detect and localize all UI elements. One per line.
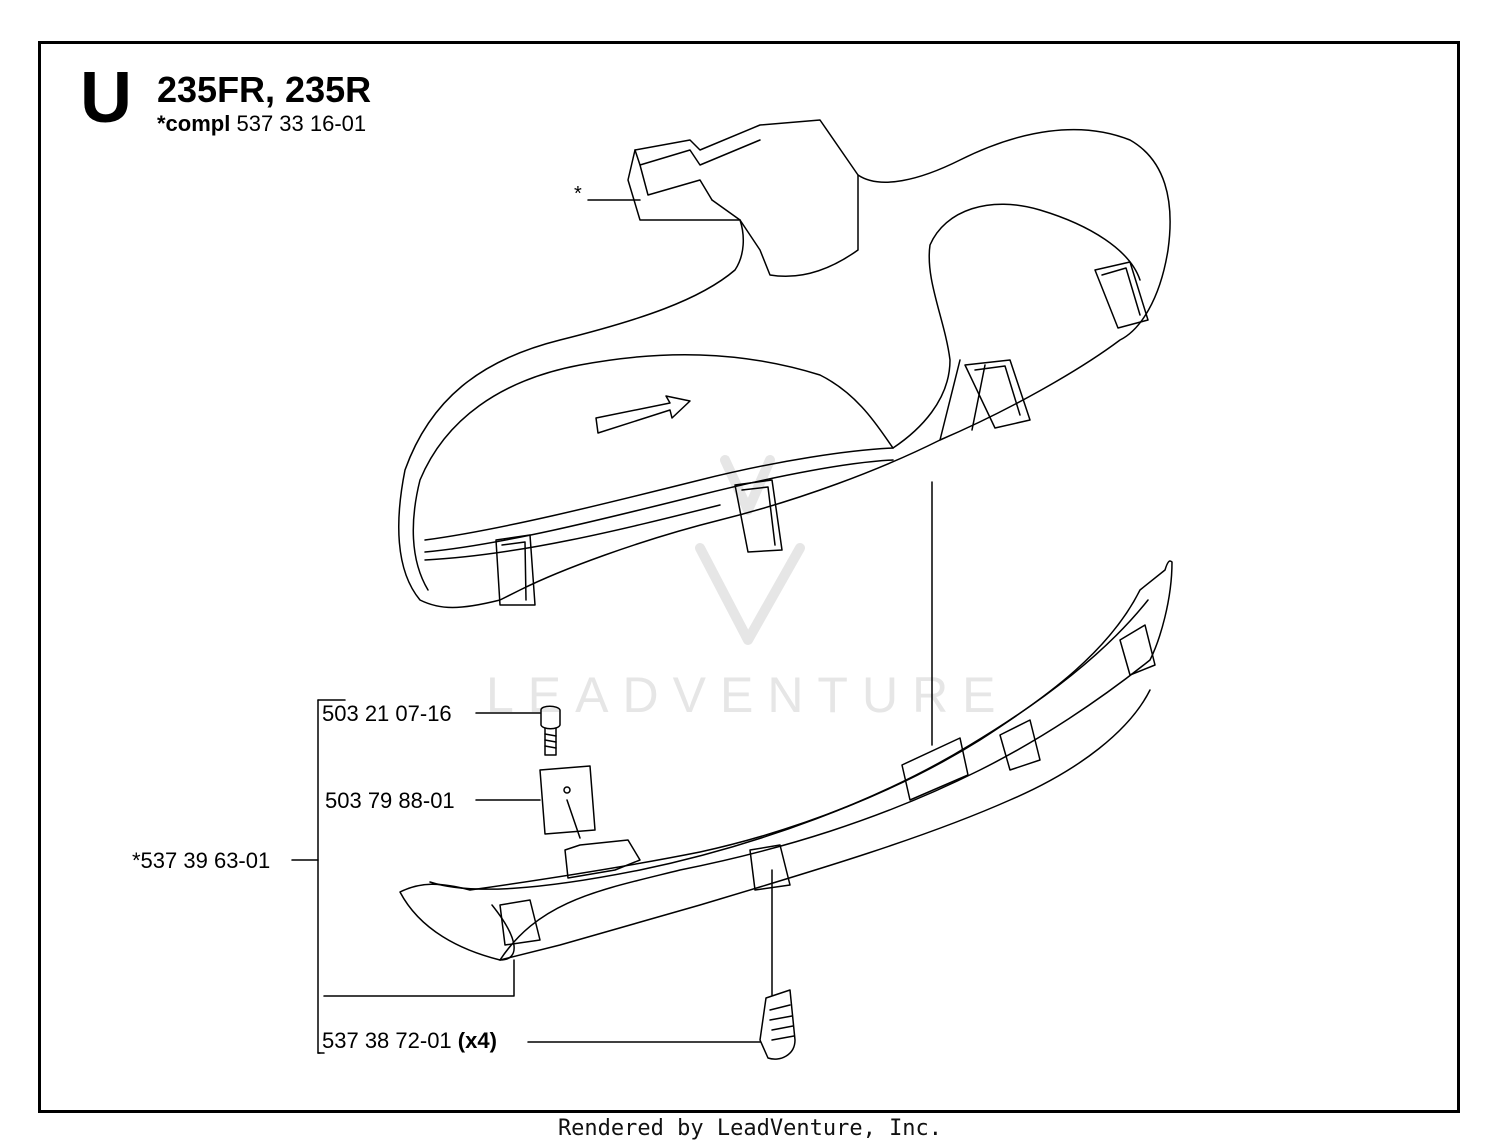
screw-part: [540, 705, 561, 756]
watermark-logo: [695, 455, 805, 645]
compl-part-number: *compl 537 33 16-01: [157, 111, 366, 137]
callout-clip: 537 38 72-01 (x4): [322, 1029, 497, 1053]
callout-screw: 503 21 07-16: [322, 701, 452, 726]
direction-arrow-icon: [595, 395, 691, 434]
trimmer-guard-lower: [399, 560, 1173, 961]
clip-quantity: (x4): [457, 1028, 497, 1053]
section-letter: U: [80, 58, 132, 138]
clip-part: [759, 989, 796, 1060]
trimmer-guard-upper: [398, 119, 1171, 609]
plate-part: [539, 765, 596, 835]
model-title: 235FR, 235R: [157, 69, 372, 110]
callout-guard-star: *: [574, 183, 582, 205]
callout-plate: 503 79 88-01: [325, 788, 455, 813]
compl-prefix: *compl: [157, 111, 231, 136]
assembly-bracket: [291, 699, 515, 1054]
callout-assembly: *537 39 63-01: [132, 848, 271, 873]
clip-number: 537 38 72-01: [322, 1028, 452, 1053]
watermark-text: LEADVENTURE: [486, 667, 1010, 723]
footer-credit: Rendered by LeadVenture, Inc.: [557, 1116, 943, 1141]
compl-number: 537 33 16-01: [236, 111, 367, 136]
diagram-frame: [38, 41, 1460, 1113]
leader-plate-to-part: [566, 799, 581, 839]
